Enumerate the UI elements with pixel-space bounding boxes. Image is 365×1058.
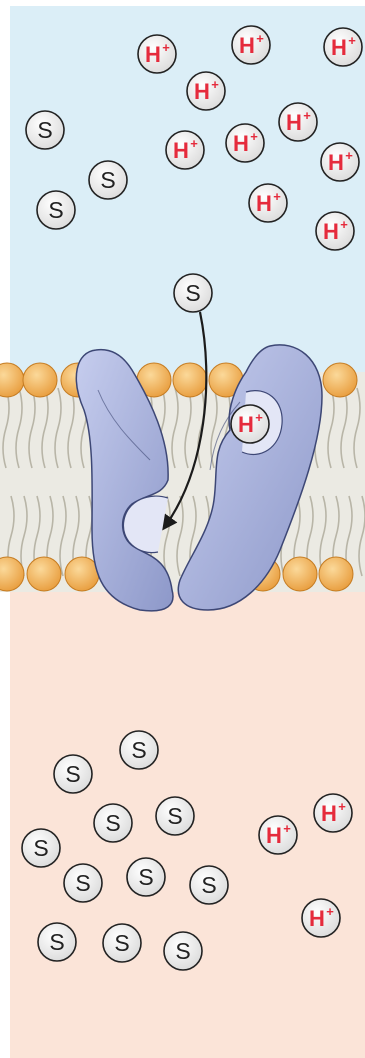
proton-ion: H+	[166, 131, 204, 169]
substrate-molecule: S	[120, 731, 158, 769]
proton-ion: H+	[249, 184, 287, 222]
substrate-label: S	[138, 864, 153, 890]
substrate-label: S	[37, 117, 52, 143]
proton-charge: +	[273, 189, 281, 204]
proton-label: H	[331, 35, 347, 60]
proton-label: H	[173, 138, 189, 163]
substrate-molecule: S	[190, 866, 228, 904]
proton-charge: +	[338, 799, 346, 814]
substrate-label: S	[167, 803, 182, 829]
substrate-label: S	[114, 930, 129, 956]
substrate-label: S	[185, 280, 200, 306]
substrate-label: S	[100, 167, 115, 193]
proton-label: H	[328, 150, 344, 175]
proton-ion: H+	[314, 794, 352, 832]
substrate-molecule: S	[38, 923, 76, 961]
substrate-molecule: S	[127, 858, 165, 896]
substrate-molecule: S	[103, 924, 141, 962]
substrate-label: S	[48, 197, 63, 223]
proton-ion: H+	[316, 212, 354, 250]
proton-charge: +	[326, 904, 334, 919]
proton-label: H	[145, 42, 161, 67]
exterior-compartment	[10, 6, 365, 372]
proton-ion: H+	[259, 816, 297, 854]
proton-label: H	[309, 906, 325, 931]
proton-charge: +	[250, 129, 258, 144]
proton-ion: H+	[187, 72, 225, 110]
substrate-molecule: S	[54, 755, 92, 793]
substrate-molecule: S	[22, 829, 60, 867]
proton-charge: +	[340, 217, 348, 232]
proton-ion: H+	[321, 143, 359, 181]
lipid-head	[23, 363, 57, 397]
substrate-molecule: S	[94, 804, 132, 842]
lipid-head	[27, 557, 61, 591]
proton-label: H	[194, 79, 210, 104]
proton-ion: H+	[226, 124, 264, 162]
proton-ion: H+	[302, 899, 340, 937]
proton-charge: +	[255, 410, 263, 425]
proton-label: H	[286, 110, 302, 135]
proton-label: H	[239, 33, 255, 58]
proton-label: H	[266, 823, 282, 848]
proton-charge: +	[211, 77, 219, 92]
proton-charge: +	[190, 136, 198, 151]
lipid-head	[65, 557, 99, 591]
proton-ion: H+	[231, 405, 269, 443]
substrate-label: S	[75, 870, 90, 896]
proton-label: H	[256, 191, 272, 216]
substrate-molecule: S	[89, 161, 127, 199]
substrate-molecule: S	[64, 864, 102, 902]
proton-charge: +	[348, 33, 356, 48]
substrate-label: S	[201, 872, 216, 898]
lipid-head	[173, 363, 207, 397]
substrate-label: S	[65, 761, 80, 787]
proton-charge: +	[345, 148, 353, 163]
proton-label: H	[238, 412, 254, 437]
substrate-label: S	[33, 835, 48, 861]
substrate-label: S	[175, 938, 190, 964]
proton-charge: +	[283, 821, 291, 836]
substrate-molecule: S	[164, 932, 202, 970]
substrate-molecule: S	[26, 111, 64, 149]
proton-charge: +	[303, 108, 311, 123]
proton-label: H	[323, 219, 339, 244]
substrate-label: S	[49, 929, 64, 955]
lipid-head	[283, 557, 317, 591]
proton-label: H	[233, 131, 249, 156]
substrate-molecule: S	[37, 191, 75, 229]
lipid-head	[319, 557, 353, 591]
proton-charge: +	[162, 40, 170, 55]
proton-ion: H+	[232, 26, 270, 64]
proton-charge: +	[256, 31, 264, 46]
proton-ion: H+	[279, 103, 317, 141]
substrate-label: S	[105, 810, 120, 836]
proton-ion: H+	[138, 35, 176, 73]
lipid-head	[323, 363, 357, 397]
proton-label: H	[321, 801, 337, 826]
substrate-label: S	[131, 737, 146, 763]
proton-ion: H+	[324, 28, 362, 66]
substrate-molecule: S	[156, 797, 194, 835]
substrate-molecule: S	[174, 274, 212, 312]
